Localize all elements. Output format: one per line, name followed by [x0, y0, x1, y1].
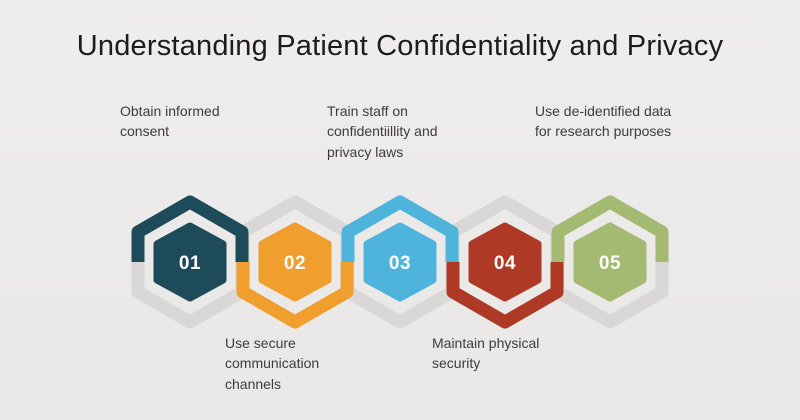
- hexagon-core-03: [363, 222, 437, 302]
- hexagon-core-05: [573, 222, 647, 302]
- step-label-02: Use secure communication channels: [225, 335, 320, 392]
- hexagon-color-ring-04: [446, 262, 564, 329]
- hexagon-core-01: [153, 222, 227, 302]
- step-label-01: Obtain informed consent: [120, 103, 220, 140]
- hexagon-color-ring-05: [551, 195, 669, 262]
- hexagon-color-ring-03: [341, 195, 459, 262]
- step-number-04: 04: [494, 253, 516, 274]
- hexagon-color-ring-02: [236, 262, 354, 329]
- hexagon-core-04: [468, 222, 542, 302]
- step-label-04: Maintain physical security: [432, 335, 540, 372]
- step-number-01: 01: [179, 253, 201, 274]
- hexagon-color-ring-01: [131, 195, 249, 262]
- step-number-02: 02: [284, 253, 306, 274]
- step-label-05: Use de-identified data for research purp…: [535, 103, 672, 140]
- hexagon-core-02: [258, 222, 332, 302]
- step-label-03: Train staff on confidentiillity and priv…: [327, 103, 438, 160]
- step-number-03: 03: [389, 253, 411, 274]
- slide-title: Understanding Patient Confidentiality an…: [76, 30, 724, 62]
- step-number-05: 05: [599, 253, 621, 274]
